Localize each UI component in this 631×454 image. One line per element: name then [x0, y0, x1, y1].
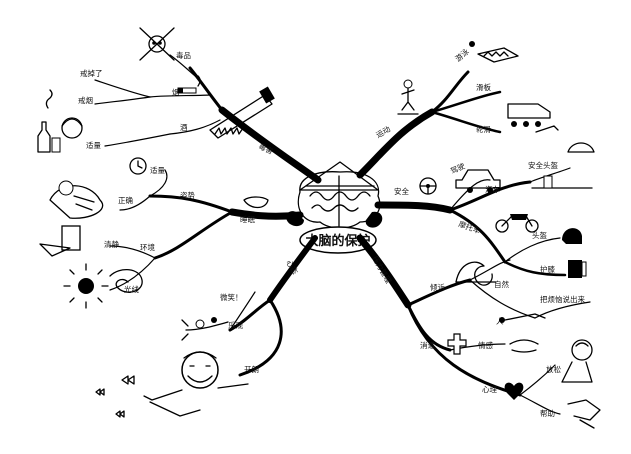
liquor-bottles-icon [37, 121, 61, 153]
item-label-posture-correct: 正确 [118, 195, 133, 205]
item-label-light: 光线 [124, 284, 139, 294]
sleeping-person-icon [49, 180, 104, 219]
safety-helmet-icon [531, 142, 595, 189]
flower-branch-icon [181, 317, 229, 341]
illustrations [37, 27, 601, 429]
branch-label-sport: 运动 [374, 123, 392, 139]
item-label-helmet: 头盔 [532, 230, 547, 240]
item-label-smoking: 烟 [172, 88, 180, 97]
item-label-swimming: 游泳 [453, 46, 471, 64]
item-label-alcohol: 酒 [180, 123, 188, 132]
item-label-pastime: 消遣 [420, 340, 435, 350]
light-swirl-icon [109, 269, 143, 293]
item-label-quit-done: 戒掉了 [80, 68, 103, 78]
helmet-icon [562, 228, 582, 244]
saw-icon [209, 86, 275, 139]
item-label-nature: 自然 [494, 279, 509, 289]
knee-pad-icon [568, 260, 587, 278]
item-label-posture: 姿势 [180, 190, 195, 200]
bed-icon [39, 225, 81, 257]
branch-label-stress: 压力管理 [370, 254, 394, 285]
sun-icon [63, 263, 109, 309]
car-icon [455, 169, 501, 193]
smiling-man-icon [143, 351, 249, 417]
item-label-kneepad: 护膝 [540, 264, 555, 274]
motorcycle-icon [495, 214, 539, 233]
butterfly-icon [95, 375, 135, 418]
item-label-driving: 驾驶 [449, 160, 467, 176]
item-label-optimistic: 乐观 [228, 320, 243, 330]
skull-crossbones-icon [139, 27, 175, 61]
rollerblade-icon [507, 103, 559, 133]
steering-wheel-icon [419, 177, 437, 195]
smoking-person-icon [45, 89, 83, 139]
conversation-icon [499, 313, 546, 323]
item-label-quit-smoking: 戒烟 [78, 95, 93, 105]
item-label-skateboard: 滑板 [476, 82, 491, 92]
relaxing-person-icon [561, 339, 593, 383]
branch-label-sleep: 睡眠 [240, 215, 255, 224]
item-label-psychology: 心理 [482, 385, 497, 394]
item-label-environment: 环境 [140, 242, 155, 252]
item-label-emotion: 情感 [478, 340, 493, 350]
item-label-speak-out: 把烦恼说出来 [540, 294, 585, 304]
eye-icon [509, 339, 539, 353]
heart-icon [504, 382, 524, 400]
pillow-icon [243, 196, 269, 209]
item-label-environment-quiet: 清静 [104, 239, 119, 249]
cigarette-icon [177, 75, 201, 94]
item-label-cheerful: 开朗 [244, 364, 259, 374]
item-label-safety-helmet: 安全头盔 [528, 160, 558, 170]
swimmer-icon [469, 41, 519, 63]
helping-hands-icon [567, 399, 601, 429]
central-node: 大脑的保护 [286, 161, 383, 254]
branch-label-poison: 毒害 [257, 141, 275, 157]
main-branches [148, 66, 567, 397]
center-bubble [299, 226, 377, 254]
item-label-smile: 微笑！ [220, 292, 243, 302]
cross-icon [447, 333, 467, 355]
item-label-relax: 放松 [546, 364, 561, 374]
alarm-clock-icon [129, 157, 147, 175]
item-label-alcohol-moderate: 适量 [86, 140, 101, 150]
wave-icon [455, 261, 497, 286]
item-label-sleep-moderate: 适量 [150, 165, 165, 175]
item-label-talk: 倾诉 [430, 282, 445, 292]
branch-label-safety: 安全 [394, 186, 409, 196]
skater-icon [397, 79, 419, 115]
item-label-drugs: 毒品 [176, 50, 191, 60]
item-label-rollerskate: 轮滑 [476, 124, 491, 134]
center-title: 大脑的保护 [305, 233, 370, 249]
item-label-help: 帮助 [540, 408, 555, 418]
